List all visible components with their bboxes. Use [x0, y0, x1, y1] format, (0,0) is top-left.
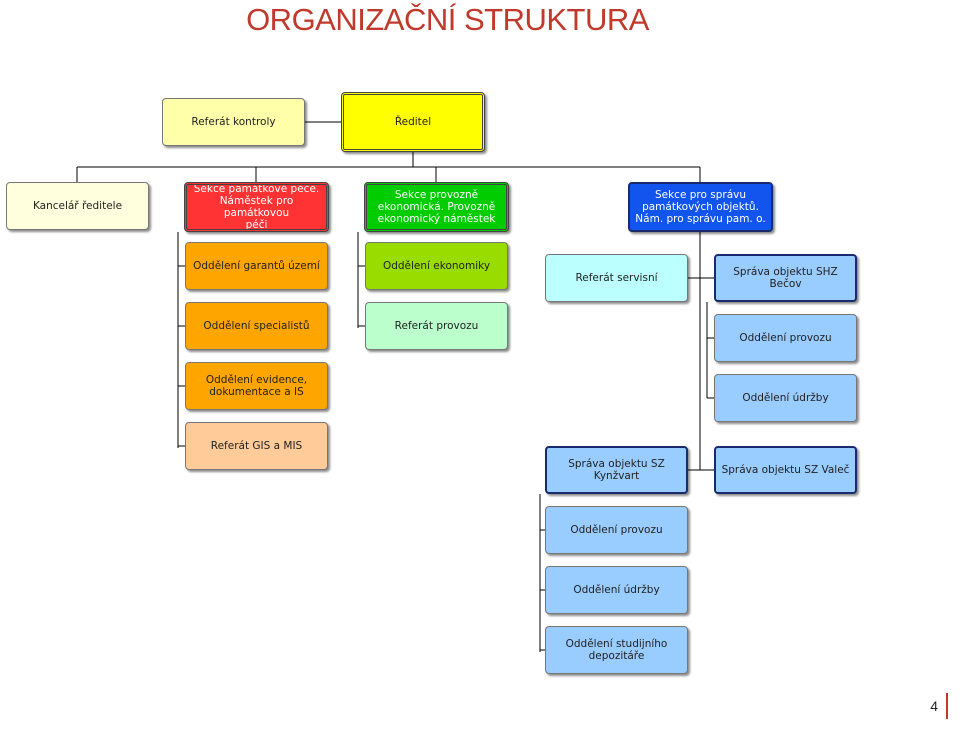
node-referat-gis-mis[interactable]: Referát GIS a MIS	[185, 422, 328, 470]
node-sprava-sz-valec[interactable]: Správa objektu SZ Valeč	[714, 446, 857, 494]
page-number: 4	[930, 693, 948, 719]
node-reditel[interactable]: Ředitel	[341, 92, 485, 152]
node-kancelar-reditele[interactable]: Kancelář ředitele	[6, 182, 149, 230]
node-referat-provozu[interactable]: Referát provozu	[365, 302, 508, 350]
node-sprava-shz-becov[interactable]: Správa objektu SHZ Bečov	[714, 254, 857, 302]
node-sekce-provozne-ekonomicka[interactable]: Sekce provozně ekonomická. Provozně ekon…	[364, 182, 509, 232]
page-title: ORGANIZAČNÍ STRUKTURA	[246, 2, 649, 37]
node-sprava-sz-kynzvart[interactable]: Správa objektu SZ Kynžvart	[545, 446, 688, 494]
node-sekce-pamatkove-pece[interactable]: Sekce památkové péče. Náměstek pro památ…	[184, 182, 329, 232]
node-kynzvart-oddeleni-depozitare[interactable]: Oddělení studijního depozitáře	[545, 626, 688, 674]
node-referat-kontroly[interactable]: Referát kontroly	[162, 98, 305, 146]
node-kynzvart-oddeleni-udrzby[interactable]: Oddělení údržby	[545, 566, 688, 614]
node-becov-oddeleni-provozu[interactable]: Oddělení provozu	[714, 314, 857, 362]
node-becov-oddeleni-udrzby[interactable]: Oddělení údržby	[714, 374, 857, 422]
node-kynzvart-oddeleni-provozu[interactable]: Oddělení provozu	[545, 506, 688, 554]
node-sekce-spravy-objektu[interactable]: Sekce pro správu památkových objektů. Ná…	[628, 182, 773, 232]
node-oddeleni-evidence[interactable]: Oddělení evidence, dokumentace a IS	[185, 362, 328, 410]
node-oddeleni-specialistu[interactable]: Oddělení specialistů	[185, 302, 328, 350]
node-oddeleni-garantu-uzemi[interactable]: Oddělení garantů území	[185, 242, 328, 290]
node-oddeleni-ekonomiky[interactable]: Oddělení ekonomiky	[365, 242, 508, 290]
node-referat-servisni[interactable]: Referát servisní	[545, 254, 688, 302]
